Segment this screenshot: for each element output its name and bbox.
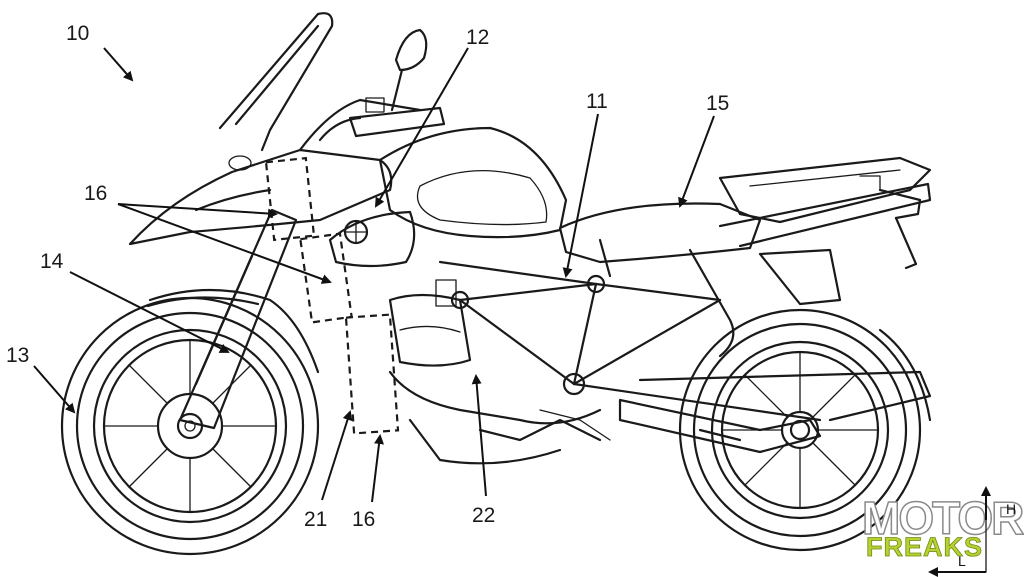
label-14: 14	[40, 250, 64, 273]
watermark-line1: MOTOR	[862, 492, 1024, 544]
label-15: 15	[706, 92, 729, 115]
axis-label-h: H	[1006, 501, 1016, 517]
label-12: 12	[466, 26, 489, 49]
watermark-line2: FREAKS	[866, 532, 983, 562]
seat	[558, 156, 932, 264]
frame	[438, 238, 822, 422]
windshield-fairing	[128, 12, 422, 246]
motorfreaks-watermark: MOTOR FREAKS	[861, 491, 1024, 562]
rear-wheel	[678, 308, 932, 552]
front-wheel	[60, 296, 320, 556]
label-10: 10	[66, 22, 89, 45]
label-22: 22	[472, 504, 495, 527]
leader-lines	[33, 47, 715, 503]
swingarm-exhaust	[618, 370, 932, 454]
reference-numbers: 10 12 11 15 16 14 13 21 16 22	[6, 22, 729, 531]
tail-section	[718, 182, 932, 270]
rear-fender	[758, 248, 842, 306]
axis-label-l: L	[958, 553, 966, 569]
fuel-tank	[328, 126, 568, 268]
label-16-top: 16	[84, 182, 107, 205]
label-11: 11	[586, 90, 608, 113]
engine	[388, 279, 611, 465]
front-fork	[146, 208, 320, 430]
label-21: 21	[304, 508, 327, 531]
label-16-bottom: 16	[352, 508, 375, 531]
axis-marker: H L	[928, 486, 1016, 577]
mirror-handlebar	[318, 28, 446, 142]
dashed-boxes	[264, 156, 400, 435]
label-13: 13	[6, 344, 29, 367]
